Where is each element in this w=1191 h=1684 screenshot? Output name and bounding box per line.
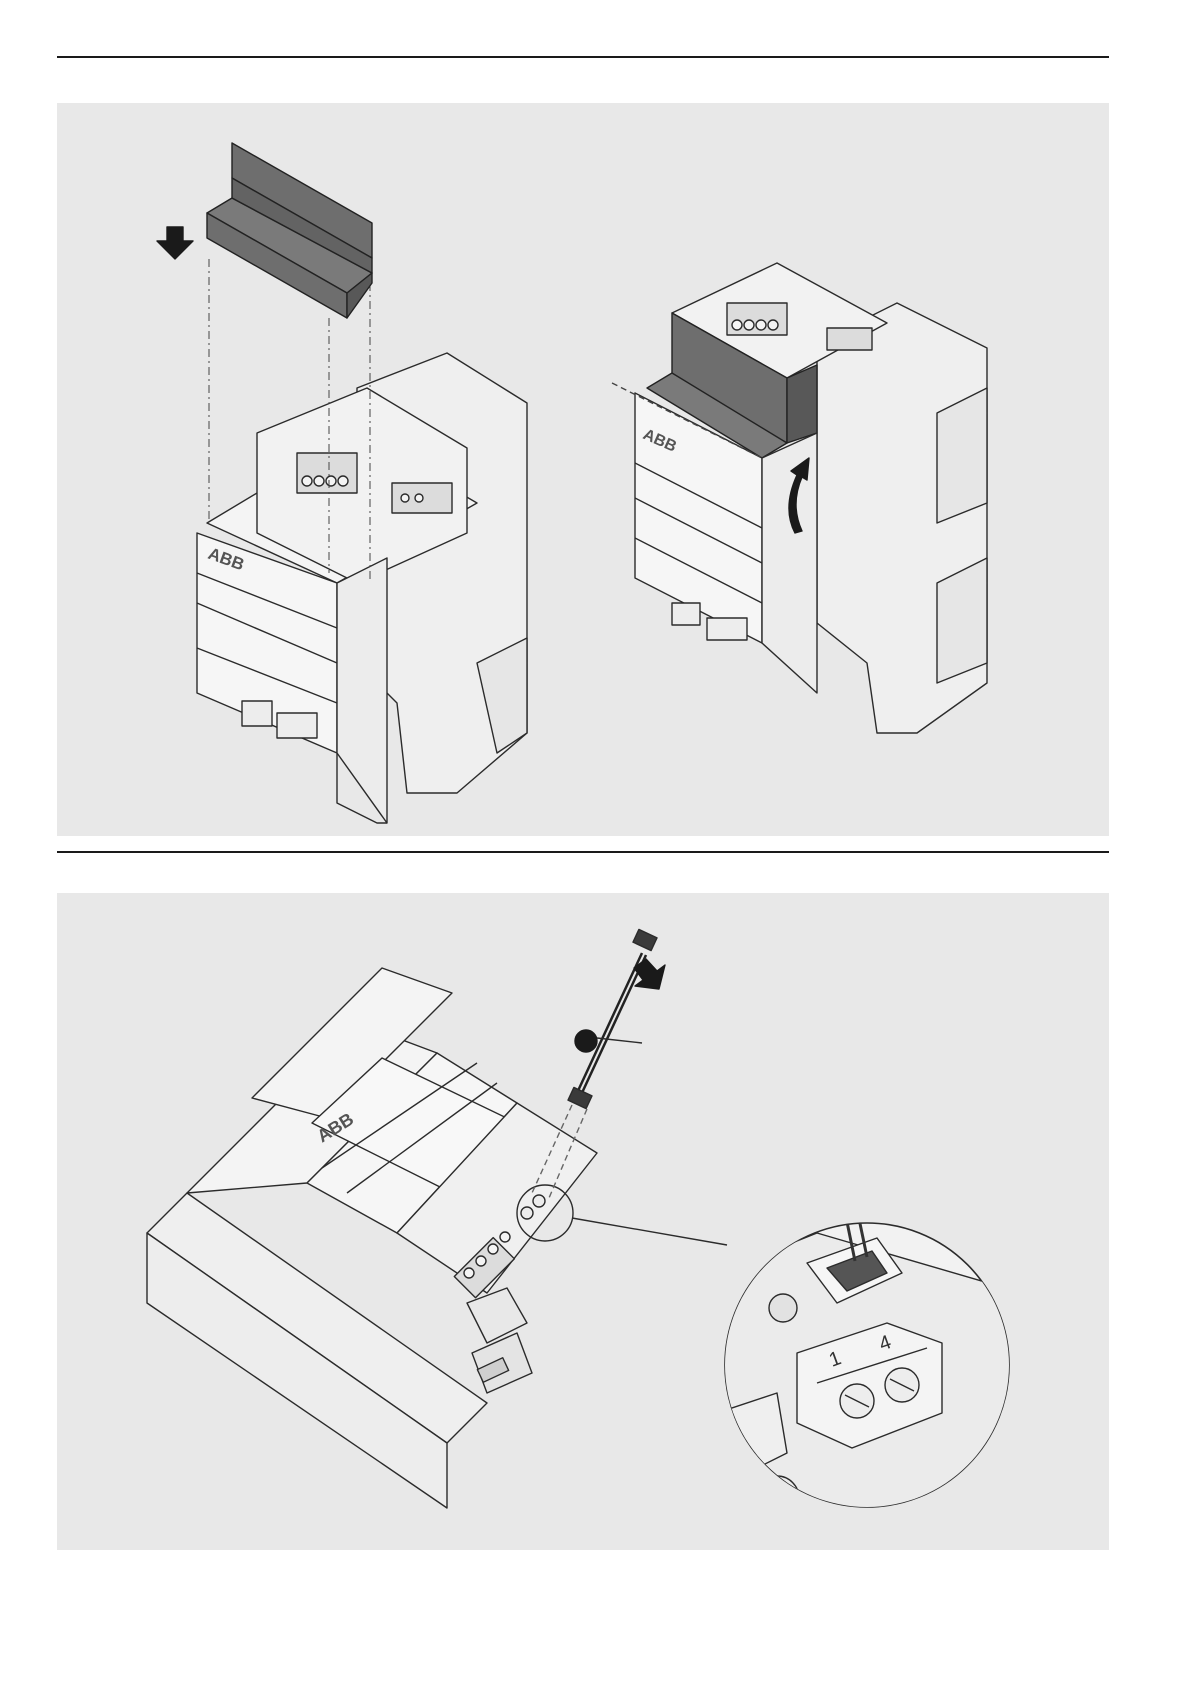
device-bottom: ABB xyxy=(147,968,597,1508)
middle-rule xyxy=(57,851,1109,853)
terminal-cover-left xyxy=(207,143,372,318)
figure-cover-mounting: ABB xyxy=(57,103,1109,836)
cover-mounting-illustration: ABB xyxy=(57,103,1109,836)
top-rule xyxy=(57,56,1109,58)
cable-connection-illustration: ABB xyxy=(57,893,1109,1550)
arrow-diagonal-icon xyxy=(634,959,665,989)
figure-cable-connection: ABB xyxy=(57,893,1109,1550)
arrow-down-icon xyxy=(157,227,193,259)
zoom-detail: 1 4 4 xyxy=(717,1171,1057,1533)
callout-marker xyxy=(575,1030,597,1052)
cable-plug-top xyxy=(633,929,657,950)
device-left: ABB xyxy=(197,353,527,823)
device-right: ABB xyxy=(612,263,987,733)
